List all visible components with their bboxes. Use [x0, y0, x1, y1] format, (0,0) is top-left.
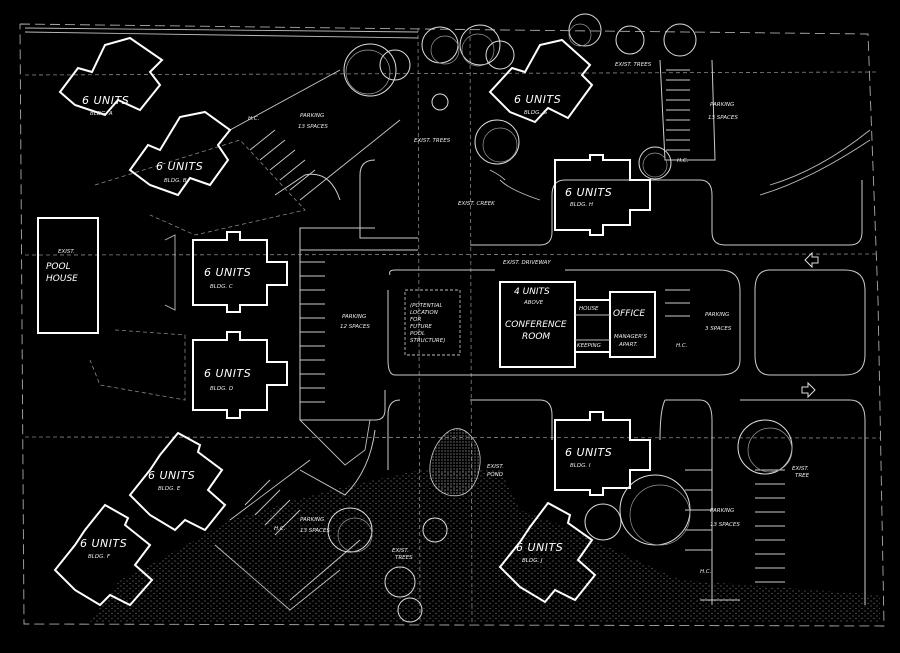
bldg-e-units: 6 UNITS — [148, 469, 195, 482]
main-above: ABOVE — [523, 300, 544, 306]
bldg-b-units: 6 UNITS — [156, 160, 203, 173]
exist-tree-label: EXIST. — [792, 466, 809, 472]
hc-label-1: H.C. — [248, 116, 260, 122]
pool-house-exist-label: EXIST. — [58, 249, 75, 255]
hc-label-4: H.C. — [274, 526, 286, 532]
parking-labels: PARKING 13 SPACES PARKING 13 SPACES PARK… — [298, 102, 740, 534]
bldg-g-name: BLDG. G — [524, 110, 547, 116]
building-j: 6 UNITS BLDG. J — [498, 501, 597, 604]
bldg-g-units: 6 UNITS — [514, 93, 561, 106]
bldg-i-units: 6 UNITS — [565, 446, 612, 459]
parking-spaces-1: 13 SPACES — [298, 124, 328, 130]
parking-label-5: PARKING — [300, 517, 324, 523]
exist-creek-label: EXIST. CREEK — [458, 201, 495, 207]
parking-label-4: PARKING — [705, 312, 729, 318]
stalls-lower-left — [229, 459, 361, 601]
potential-pool: (POTENTIAL LOCATION FOR FUTURE POOL STRU… — [410, 303, 445, 344]
bldg-i-name: BLDG. I — [570, 463, 591, 469]
pond-label-1: EXIST. — [487, 464, 504, 470]
building-g: 6 UNITS BLDG. G — [488, 38, 594, 124]
property-boundary — [19, 23, 885, 627]
stalls-office — [665, 289, 690, 317]
exist-trees-b-label-2: TREES — [395, 555, 413, 561]
bldg-d-units: 6 UNITS — [204, 367, 251, 380]
bldg-d-name: BLDG. D — [210, 386, 233, 392]
building-c: 6 UNITS BLDG. C — [192, 231, 288, 313]
exist-trees-label-2: EXIST. TREES — [615, 62, 652, 68]
pool-house-label-1: POOL — [46, 262, 71, 272]
parking-stalls — [229, 69, 785, 601]
bldg-f-name: BLDG. F — [88, 554, 111, 560]
building-f: 6 UNITS BLDG. F — [53, 503, 154, 607]
building-e: 6 UNITS BLDG. E — [128, 431, 227, 532]
apart-label: APART. — [618, 342, 638, 348]
bldg-c-units: 6 UNITS — [204, 266, 251, 279]
stalls-upper-right — [666, 69, 690, 151]
tree-label: TREE — [795, 473, 810, 479]
office-label: OFFICE — [613, 309, 645, 319]
direction-arrows — [801, 251, 819, 399]
driveway-network — [274, 59, 871, 605]
potential-4: FUTURE — [410, 324, 432, 330]
dotted-ground-area — [90, 470, 880, 622]
tree-cluster-top — [343, 13, 697, 180]
potential-5: POOL — [410, 331, 425, 337]
building-d: 6 UNITS BLDG. D — [192, 331, 288, 419]
misc-labels: H.C. H.C. H.C. H.C. H.C. EXIST. TREES EX… — [248, 62, 810, 575]
stalls-upper-left — [229, 69, 401, 201]
bldg-j-name: BLDG. J — [522, 558, 543, 564]
exist-trees-b-label-1: EXIST. — [392, 548, 409, 554]
parking-label-2: PARKING — [710, 102, 734, 108]
potential-3: FOR — [410, 317, 421, 323]
bldg-e-name: BLDG. E — [158, 486, 181, 492]
hc-label-5: H.C. — [700, 569, 712, 575]
pool-house-label-2: HOUSE — [46, 274, 78, 284]
keeping-label: KEEPING — [577, 343, 601, 349]
pool-house: EXIST. POOL HOUSE — [37, 217, 99, 334]
building-a: 6 UNITS BLDG. A — [58, 36, 164, 117]
managers-label: MANAGER'S — [614, 334, 647, 340]
hc-label-3: H.C. — [676, 343, 688, 349]
bldg-a-name: BLDG. A — [90, 111, 113, 117]
room-label: ROOM — [522, 332, 550, 342]
tree-cluster-bottom — [327, 419, 793, 623]
pond-label-2: POND — [487, 472, 503, 478]
potential-6: STRUCTURE) — [410, 338, 445, 344]
parking-label-1: PARKING — [300, 113, 324, 119]
potential-1: (POTENTIAL — [410, 303, 443, 309]
bldg-f-units: 6 UNITS — [80, 537, 127, 550]
parking-label-3: PARKING — [342, 314, 366, 320]
building-h: 6 UNITS BLDG. H — [554, 154, 651, 236]
main-building: 4 UNITS ABOVE CONFERENCE ROOM HOUSE KEEP… — [499, 281, 656, 368]
potential-2: LOCATION — [410, 310, 438, 316]
parking-spaces-5: 13 SPACES — [300, 528, 330, 534]
bldg-h-units: 6 UNITS — [565, 186, 612, 199]
parking-spaces-2: 13 SPACES — [708, 115, 738, 121]
parking-spaces-3: 12 SPACES — [340, 324, 370, 330]
parking-spaces-4: 3 SPACES — [705, 326, 732, 332]
parking-label-6: PARKING — [710, 508, 734, 514]
stalls-center — [300, 261, 325, 403]
main-units: 4 UNITS — [514, 287, 550, 297]
bldg-a-units: 6 UNITS — [82, 94, 129, 107]
stalls-lower-right — [685, 469, 785, 583]
building-outlines-faint — [24, 27, 541, 611]
bldg-j-units: 6 UNITS — [516, 541, 563, 554]
hc-label-2: H.C. — [677, 158, 689, 164]
bldg-h-name: BLDG. H — [570, 202, 593, 208]
bldg-c-name: BLDG. C — [210, 284, 233, 290]
building-b: 6 UNITS BLDG. B — [128, 110, 232, 197]
bldg-b-name: BLDG. B — [164, 178, 187, 184]
parking-spaces-6: 13 SPACES — [710, 522, 740, 528]
building-i: 6 UNITS BLDG. I — [554, 411, 651, 496]
exist-driveway-label: EXIST. DRIVEWAY — [503, 260, 551, 266]
exist-trees-label-1: EXIST. TREES — [414, 138, 451, 144]
conference-label: CONFERENCE — [505, 320, 567, 330]
existing-trees — [327, 13, 793, 623]
house-label: HOUSE — [579, 306, 599, 312]
pond: EXIST. POND — [429, 428, 504, 497]
